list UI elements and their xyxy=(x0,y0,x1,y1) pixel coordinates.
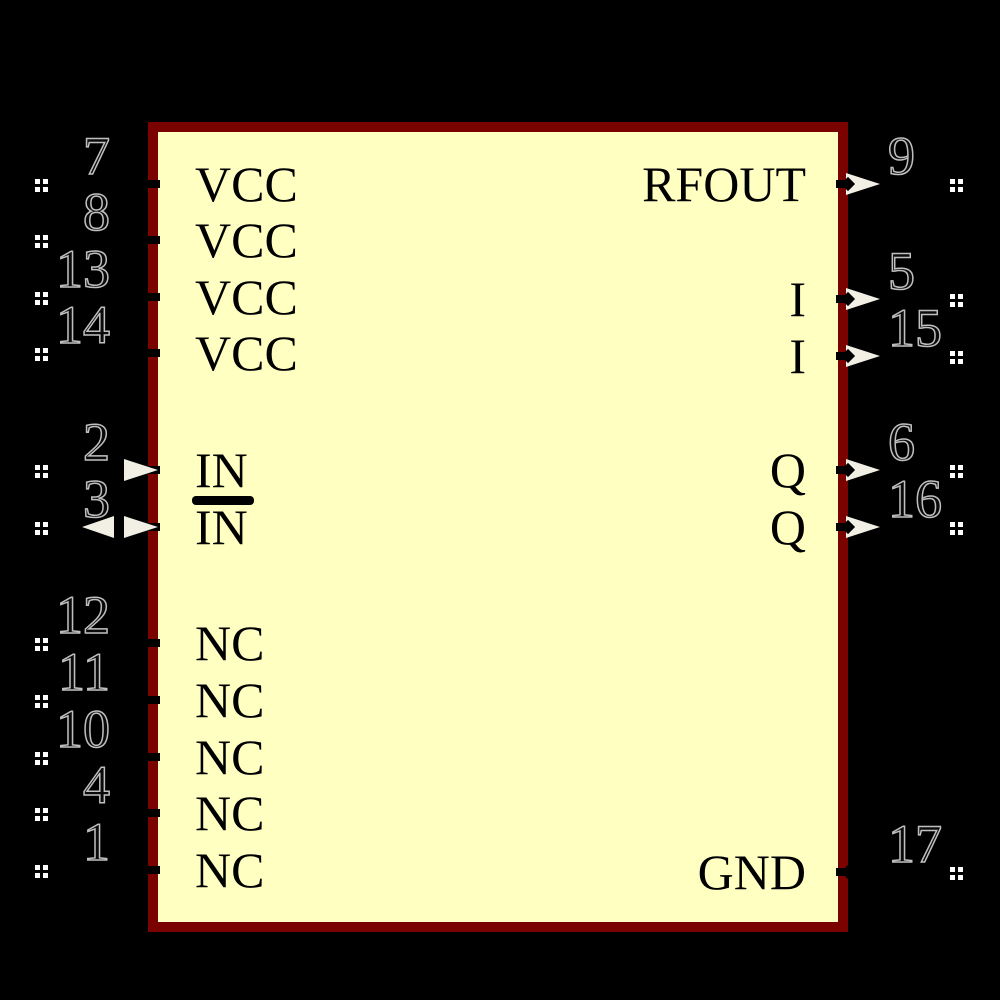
pin-number: 6 xyxy=(887,412,916,472)
pin-end-marker xyxy=(35,348,40,353)
output-arrow-icon xyxy=(846,516,880,538)
pin-number: 13 xyxy=(55,239,111,299)
pin-number: 17 xyxy=(887,814,943,874)
pin-end-marker xyxy=(35,808,40,813)
pin-stub xyxy=(138,809,160,817)
pin-name: GND xyxy=(697,844,806,900)
pin-name: VCC xyxy=(195,325,298,381)
pin-name: I xyxy=(789,271,806,327)
pin-end-marker xyxy=(35,638,40,643)
pin-name: NC xyxy=(195,615,265,671)
pin-number: 5 xyxy=(887,241,916,301)
input-arrow-icon xyxy=(124,459,158,481)
pin-name: RFOUT xyxy=(642,156,806,212)
output-arrow-icon xyxy=(846,345,880,367)
pin-number: 3 xyxy=(82,469,111,529)
bidirectional-arrow-right-icon xyxy=(124,516,158,538)
pin-stub xyxy=(138,753,160,761)
pin-name: Q xyxy=(769,499,806,555)
pin-stub xyxy=(138,349,160,357)
pin-end-marker xyxy=(35,292,40,297)
pin-stub xyxy=(138,696,160,704)
output-arrow-icon xyxy=(846,288,880,310)
pin-name-overline xyxy=(192,496,254,505)
pin-end-marker xyxy=(950,351,955,356)
pin-number: 7 xyxy=(82,126,111,186)
pin-number: 9 xyxy=(887,126,916,186)
pin-end-marker xyxy=(35,465,40,470)
pin-number: 14 xyxy=(55,295,111,355)
pin-stub xyxy=(138,236,160,244)
pin-name: NC xyxy=(195,842,265,898)
pin-name: NC xyxy=(195,672,265,728)
bidirectional-arrow-left-icon xyxy=(82,516,114,538)
pin-name: I xyxy=(789,328,806,384)
pin-name: VCC xyxy=(195,156,298,212)
pin-stub xyxy=(138,639,160,647)
pin-stub xyxy=(138,293,160,301)
pin-stub xyxy=(138,866,160,874)
pin-end-marker xyxy=(35,522,40,527)
pin-end-marker xyxy=(35,179,40,184)
pin-end-marker xyxy=(35,695,40,700)
pin-number: 8 xyxy=(82,182,111,242)
pin-name: NC xyxy=(195,785,265,841)
pin-end-marker xyxy=(950,522,955,527)
pin-number: 12 xyxy=(55,585,111,645)
pin-number: 4 xyxy=(82,755,111,815)
pin-number: 10 xyxy=(55,699,111,759)
pin-stub xyxy=(138,180,160,188)
pin-end-marker xyxy=(950,294,955,299)
component-body xyxy=(148,122,848,932)
pin-end-marker xyxy=(35,865,40,870)
pin-end-marker xyxy=(950,867,955,872)
pin-name: IN xyxy=(195,499,248,555)
pin-end-marker xyxy=(35,235,40,240)
output-arrow-icon xyxy=(846,459,880,481)
output-arrow-icon xyxy=(846,173,880,195)
pin-name: Q xyxy=(769,442,806,498)
pin-end-marker xyxy=(35,752,40,757)
pin-number: 11 xyxy=(57,642,111,702)
pin-end-marker xyxy=(950,179,955,184)
pin-number: 16 xyxy=(887,469,943,529)
pin-number: 2 xyxy=(82,412,111,472)
pin-name: VCC xyxy=(195,212,298,268)
pin-name: VCC xyxy=(195,269,298,325)
pin-number: 1 xyxy=(82,812,111,872)
pin-end-marker xyxy=(950,465,955,470)
pin-name: IN xyxy=(195,442,248,498)
pin-number: 15 xyxy=(887,298,943,358)
pin-name: NC xyxy=(195,729,265,785)
